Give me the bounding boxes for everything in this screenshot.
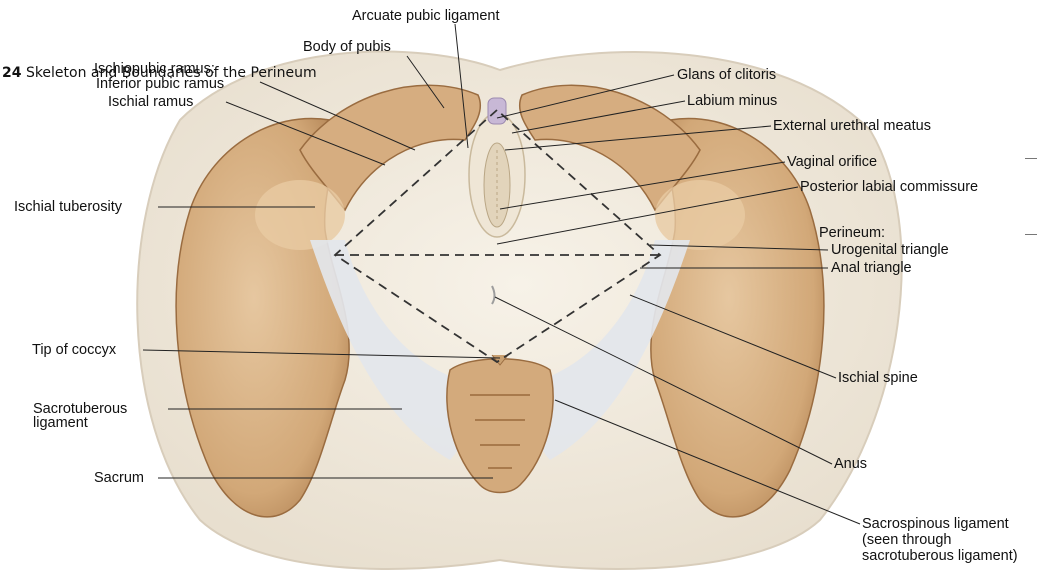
label-arcuate-pubic-ligament: Arcuate pubic ligament bbox=[352, 9, 500, 24]
figure-number: 24 bbox=[2, 65, 21, 81]
label-sacrospinous-line3: sacrotuberous ligament) bbox=[862, 549, 1018, 564]
label-sacrospinous-line2: (seen through bbox=[862, 533, 951, 548]
label-posterior-labial-commissure: Posterior labial commissure bbox=[800, 180, 978, 195]
figure-title: 24 Skeleton and Boundaries of the Perine… bbox=[2, 65, 317, 81]
label-vaginal-orifice: Vaginal orifice bbox=[787, 155, 877, 170]
label-urogenital-triangle: Urogenital triangle bbox=[831, 243, 949, 258]
label-anal-triangle: Anal triangle bbox=[831, 261, 912, 276]
scroll-tick-bottom bbox=[1025, 234, 1037, 235]
label-sacrum: Sacrum bbox=[94, 471, 144, 486]
label-sacrotuberous-line2: ligament bbox=[33, 416, 88, 431]
label-labium-minus: Labium minus bbox=[687, 94, 777, 109]
label-ischial-ramus: Ischial ramus bbox=[108, 95, 193, 110]
label-sacrospinous-line1: Sacrospinous ligament bbox=[862, 517, 1009, 532]
figure-title-text: Skeleton and Boundaries of the Perineum bbox=[26, 65, 317, 81]
label-perineum: Perineum: bbox=[819, 226, 885, 241]
scroll-tick-top bbox=[1025, 158, 1037, 159]
label-ischial-spine: Ischial spine bbox=[838, 371, 918, 386]
label-body-of-pubis: Body of pubis bbox=[303, 40, 391, 55]
label-ischial-tuberosity: Ischial tuberosity bbox=[14, 200, 122, 215]
label-tip-of-coccyx: Tip of coccyx bbox=[32, 343, 116, 358]
label-external-urethral-meatus: External urethral meatus bbox=[773, 119, 931, 134]
label-glans-of-clitoris: Glans of clitoris bbox=[677, 68, 776, 83]
label-anus: Anus bbox=[834, 457, 867, 472]
